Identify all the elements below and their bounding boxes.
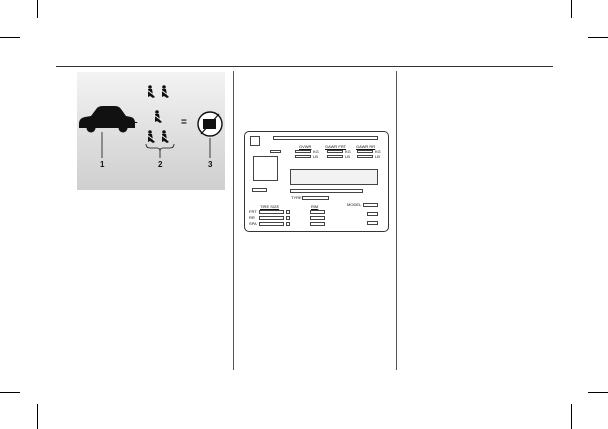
rr-check-field (286, 216, 290, 220)
crop-mark-bl-h (0, 392, 20, 393)
gawr-rr-label: GAWR RR (356, 144, 376, 149)
tyre-field (302, 196, 329, 200)
callout-number-2: 2 (158, 160, 163, 169)
spa-rim-field (310, 222, 325, 226)
frt-model-field (367, 212, 378, 216)
frt-check-field (286, 210, 290, 214)
crop-mark-br-v (571, 404, 572, 429)
gvwr-kg-unit: KG (313, 149, 319, 154)
model-label: MODEL (347, 202, 362, 207)
callout-number-3: 3 (208, 160, 213, 169)
crop-mark-tl-h (0, 37, 20, 38)
gawr-rr-lb-unit: LB (375, 154, 380, 159)
cargo-capacity-icon (197, 111, 223, 137)
crop-mark-tl-v (37, 0, 38, 18)
occupant-seat-icons (146, 85, 169, 143)
gawr-frt-label: GAWR FRT (325, 144, 347, 149)
gawr-rr-kg-unit: KG (375, 149, 381, 154)
gawr-rr-lb-field (357, 155, 373, 158)
tire-label-figure: GVWR KG LB GAWR FRT KG LB GAWR RR KG LB … (244, 131, 389, 232)
label-left-field (252, 188, 267, 192)
column-divider-2 (396, 71, 397, 370)
rr-rim-field (310, 216, 325, 220)
frt-size-field (259, 210, 284, 214)
crop-mark-tr-h (588, 37, 608, 38)
spa-model-field (367, 221, 378, 225)
gawr-frt-lb-field (327, 155, 343, 158)
gvwr-lb-field (295, 155, 311, 158)
equation-equals: = (181, 117, 187, 128)
tyre-label: TYRE (291, 195, 302, 200)
rr-label: RR (249, 215, 255, 220)
label-long-bar (290, 189, 363, 193)
brace (145, 143, 175, 152)
label-logo-box (250, 136, 260, 146)
gvwr-lb-unit: LB (313, 154, 318, 159)
rim-label: RIM (311, 204, 319, 209)
rr-size-field (259, 216, 284, 220)
tire-size-label: TIRE SIZE (260, 204, 280, 209)
capacity-figure-art (79, 85, 223, 158)
car-icon (79, 106, 135, 133)
gvwr-label: GVWR (299, 144, 312, 149)
label-small-field (270, 150, 281, 153)
callout-number-1: 1 (100, 160, 105, 169)
label-top-bar (273, 136, 378, 140)
frt-label: FRT (249, 209, 257, 214)
spa-size-field (259, 222, 284, 226)
gawr-frt-kg-unit: KG (345, 149, 351, 154)
capacity-figure: – = 1 2 3 (77, 72, 225, 190)
column-divider-1 (233, 71, 234, 370)
gawr-frt-kg-field (327, 150, 343, 153)
gawr-frt-lb-unit: LB (345, 154, 350, 159)
spa-check-field (286, 222, 290, 226)
crop-mark-bl-v (37, 404, 38, 429)
spa-label: SPA (249, 221, 257, 226)
model-field (363, 203, 378, 207)
equation-minus: – (132, 117, 138, 128)
frt-rim-field (310, 210, 325, 214)
gawr-rr-kg-field (357, 150, 373, 153)
label-vin-box (290, 169, 378, 185)
crop-mark-tr-v (571, 0, 572, 18)
crop-mark-br-h (588, 392, 608, 393)
header-rule (56, 66, 553, 67)
label-barcode-box (253, 156, 278, 181)
gvwr-kg-field (295, 150, 311, 153)
